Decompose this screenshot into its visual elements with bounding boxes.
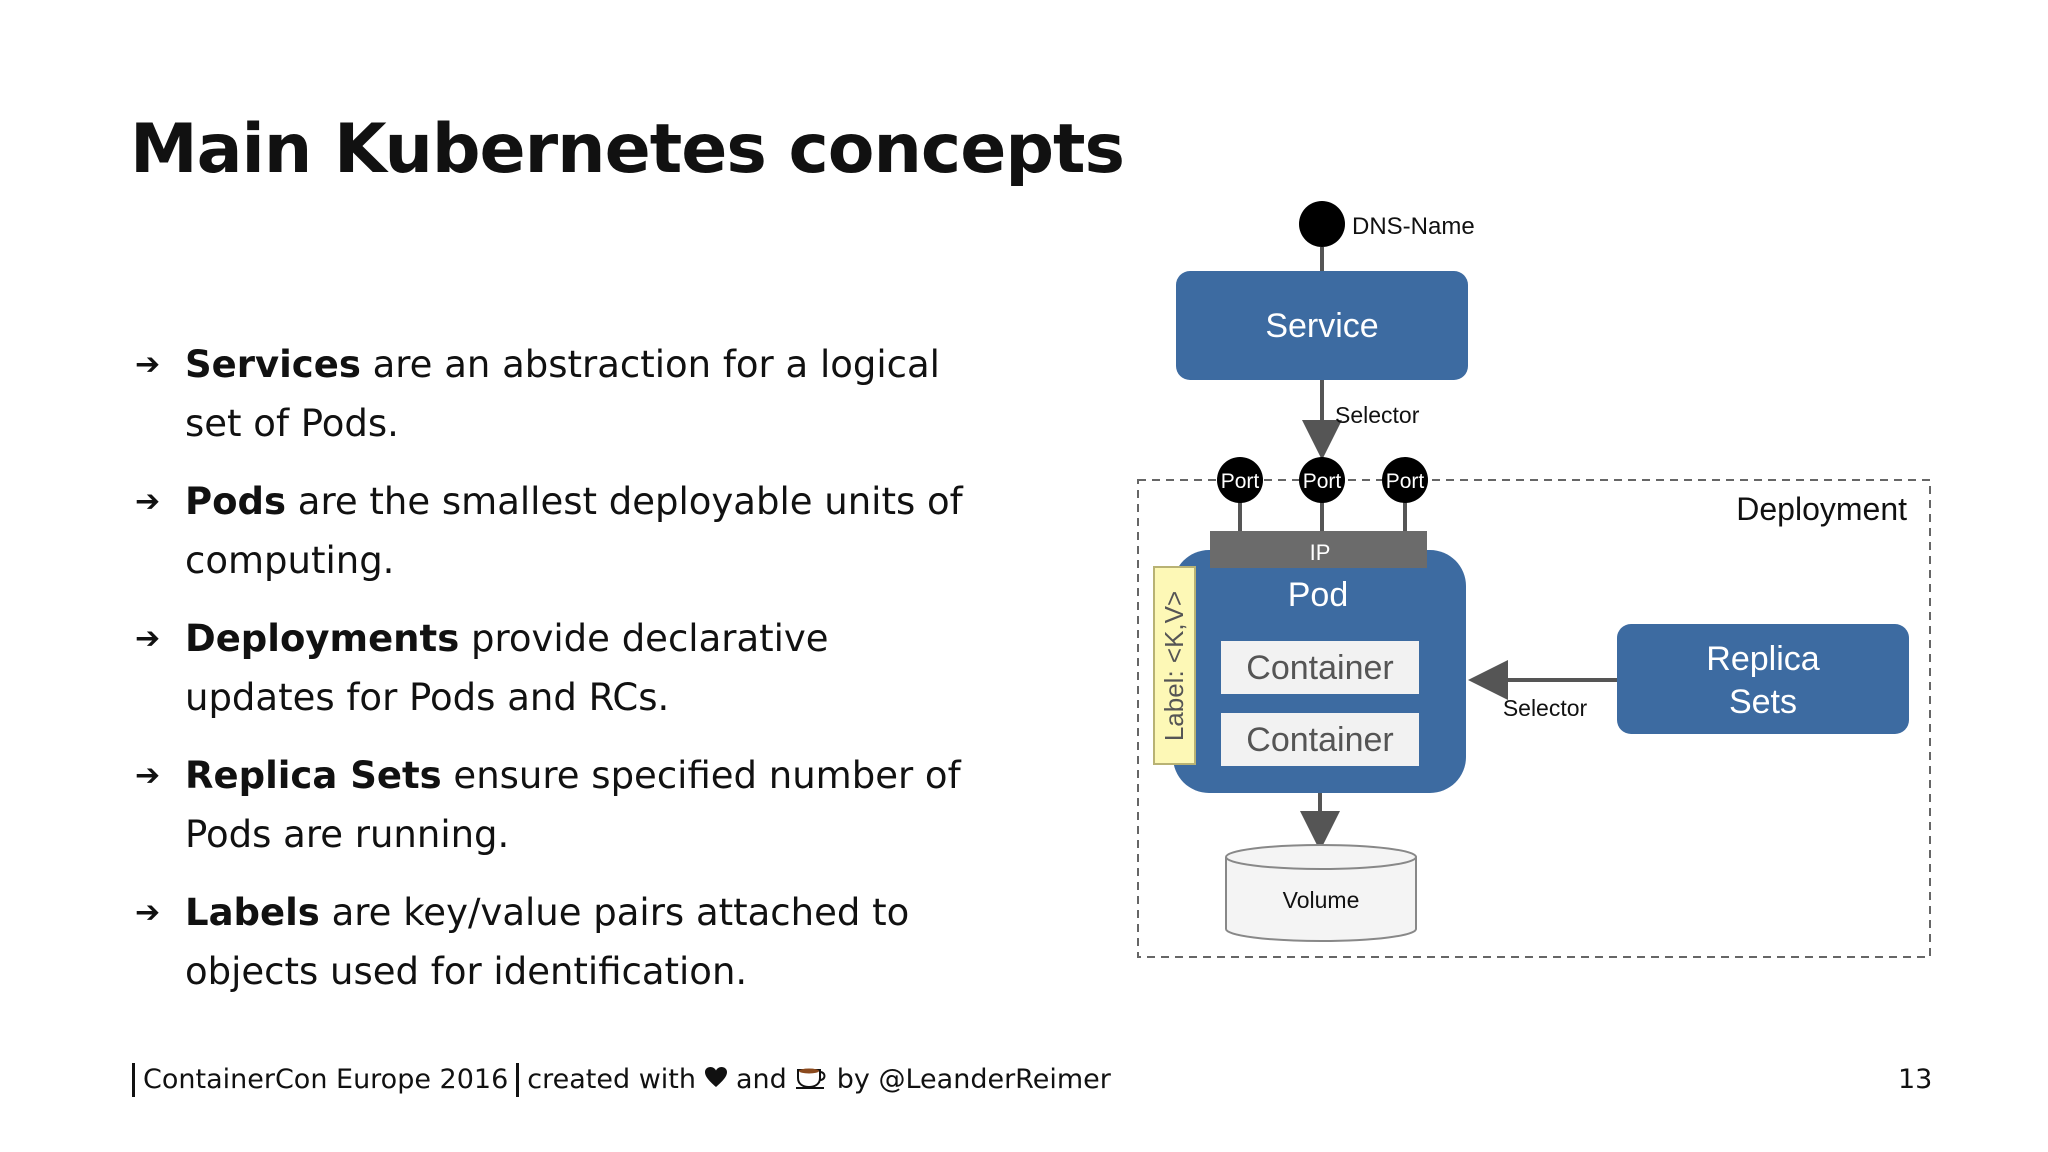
- port-label: Port: [1303, 470, 1342, 493]
- service-box[interactable]: [1176, 271, 1468, 380]
- port-node: [1299, 457, 1345, 503]
- container-label: Container: [1246, 721, 1393, 759]
- heart-icon: [704, 1064, 728, 1095]
- service-label: Service: [1265, 307, 1378, 345]
- bullet-replica-sets: ➔ Replica Sets ensure specified number of…: [135, 746, 975, 864]
- label-tag: [1153, 566, 1196, 765]
- bullet-text: are an abstraction for a logical set of …: [185, 343, 940, 445]
- slide-title: Main Kubernetes concepts: [130, 110, 1125, 189]
- replica-sets-label: Sets: [1729, 683, 1797, 721]
- deployment-boundary: [1137, 479, 1931, 958]
- footer-divider: [132, 1062, 135, 1097]
- bullet-text: are the smallest deployable units of com…: [185, 480, 963, 582]
- footer-conference: ContainerCon Europe 2016: [143, 1064, 509, 1095]
- replica-sets-box[interactable]: [1617, 624, 1909, 734]
- volume-body: [1225, 857, 1417, 942]
- volume-top: [1225, 844, 1417, 870]
- arrow-right-icon: ➔: [135, 758, 161, 793]
- selector-label-right: Selector: [1503, 695, 1588, 721]
- footer-and: and: [735, 1064, 787, 1095]
- port-node: [1217, 457, 1263, 503]
- coffee-icon: [795, 1062, 829, 1097]
- dns-name-label: DNS-Name: [1352, 213, 1475, 240]
- volume-label: Volume: [1283, 887, 1360, 913]
- replica-sets-label: Replica: [1706, 640, 1819, 678]
- dns-node: [1299, 201, 1345, 247]
- bullet-term: Deployments: [185, 617, 460, 660]
- ip-label: IP: [1310, 540, 1331, 565]
- bullet-text: ensure specified number of Pods are runn…: [185, 754, 961, 856]
- ip-bar: [1210, 531, 1427, 568]
- bullet-pods: ➔ Pods are the smallest deployable units …: [135, 472, 975, 590]
- arrow-right-icon: ➔: [135, 895, 161, 930]
- bullet-labels: ➔ Labels are key/value pairs attached to …: [135, 883, 975, 1001]
- bullet-term: Replica Sets: [185, 754, 442, 797]
- arrow-right-icon: ➔: [135, 484, 161, 519]
- selector-label-top: Selector: [1335, 402, 1420, 428]
- bullet-text: are key/value pairs attached to objects …: [185, 891, 910, 993]
- deployment-label: Deployment: [1736, 491, 1907, 527]
- page-number: 13: [1898, 1064, 1933, 1095]
- slide-footer: ContainerCon Europe 2016 created with an…: [132, 1062, 1111, 1097]
- arrow-right-icon: ➔: [135, 347, 161, 382]
- port-node: [1382, 457, 1428, 503]
- label-tag-text: Label: <K,V>: [1159, 591, 1189, 741]
- footer-author: by @LeanderReimer: [836, 1064, 1111, 1095]
- bullet-text: provide declarative updates for Pods and…: [185, 617, 829, 719]
- bullet-services: ➔ Services are an abstraction for a logic…: [135, 335, 975, 453]
- bullet-deployments: ➔ Deployments provide declarative updates…: [135, 609, 975, 727]
- bullet-term: Labels: [185, 891, 320, 934]
- port-label: Port: [1221, 470, 1260, 493]
- arrow-right-icon: ➔: [135, 621, 161, 656]
- port-label: Port: [1386, 470, 1425, 493]
- container-label: Container: [1246, 649, 1393, 687]
- container-box[interactable]: [1221, 713, 1419, 766]
- concept-list: ➔ Services are an abstraction for a logic…: [135, 335, 975, 1020]
- footer-created-with: created with: [527, 1064, 696, 1095]
- footer-divider: [516, 1062, 520, 1097]
- bullet-term: Pods: [185, 480, 287, 523]
- bullet-term: Services: [185, 343, 361, 386]
- pod-label: Pod: [1288, 576, 1349, 614]
- container-box[interactable]: [1221, 641, 1419, 694]
